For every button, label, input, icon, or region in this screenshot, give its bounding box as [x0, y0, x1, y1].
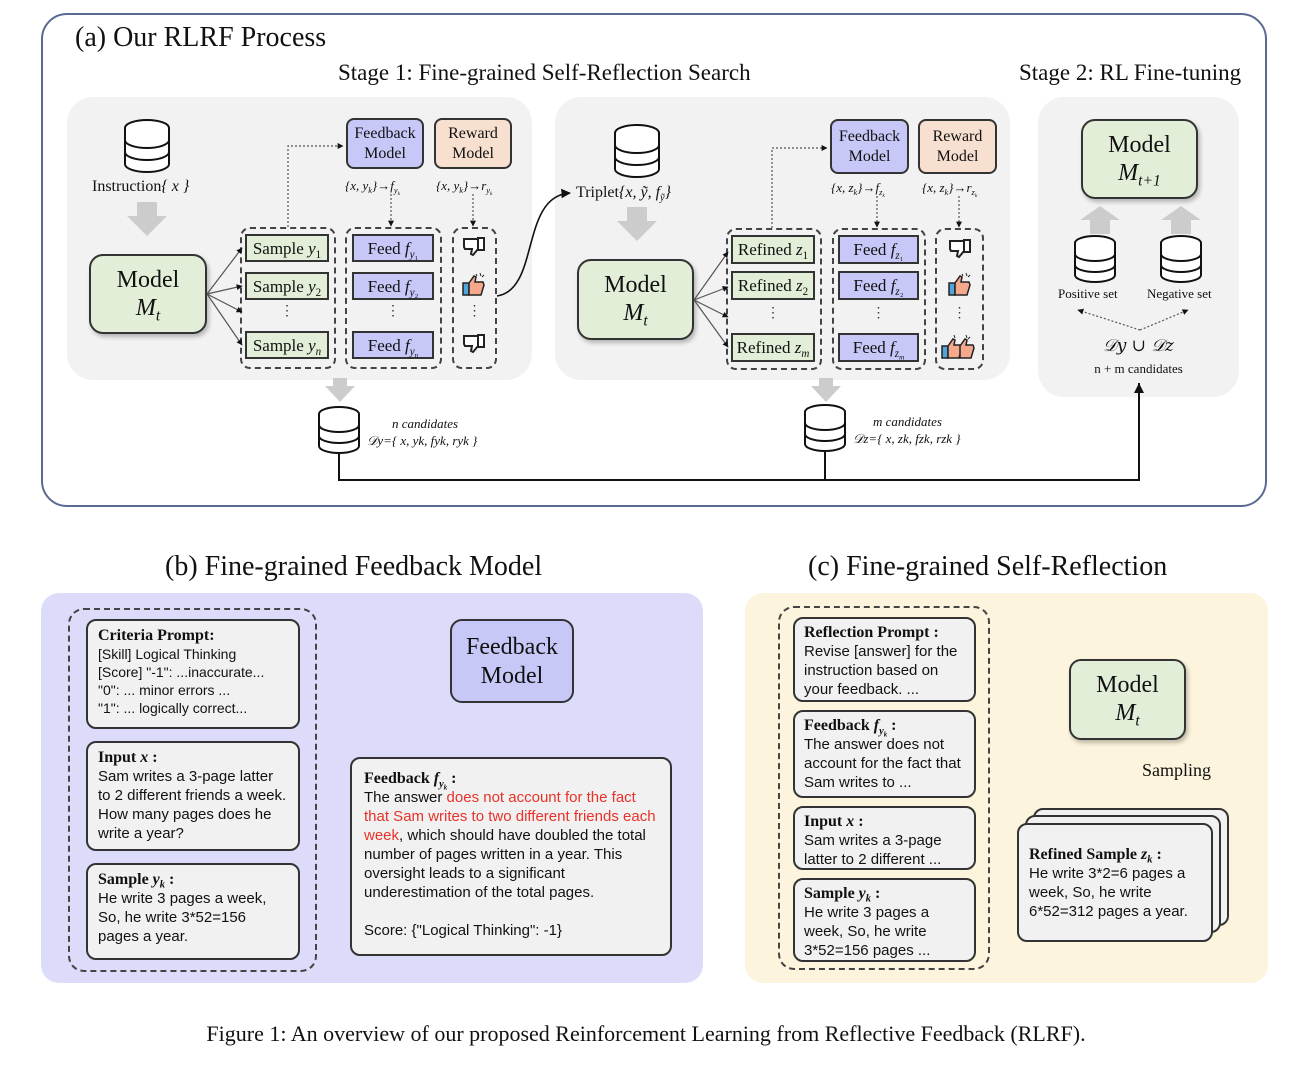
- feed-fy2: Feed fy₂: [352, 272, 434, 300]
- refined-z2: Refined z2: [731, 271, 815, 300]
- refined-z1: Refined z1: [731, 235, 815, 264]
- feed-fyn: Feed fyn: [352, 331, 434, 359]
- panel-a-title: (a) Our RLRF Process: [75, 22, 327, 53]
- union-label: 𝒟y ∪ 𝒟z: [1103, 336, 1174, 356]
- sample-y2: Sample y2: [245, 272, 329, 300]
- feed-fzm: Feed fzm: [838, 333, 919, 362]
- instruction-label: Instruction{ x }: [92, 178, 190, 195]
- feed-fz2: Feed fz₂: [838, 271, 919, 300]
- samples-ellipsis: ⋮: [280, 304, 294, 319]
- thumbs-down-icon: [460, 233, 488, 266]
- feedback-map-1: {x, yk}→fyk: [345, 178, 400, 197]
- feeds-ellipsis-2: ⋮: [871, 306, 886, 321]
- triplet-label: Triplet{x, ỹ, fỹ}: [576, 184, 672, 204]
- thumbs-down-icon: [946, 235, 974, 268]
- n-candidates-label: n candidates: [392, 416, 459, 431]
- reflection-prompt-card: Reflection Prompt : Revise [answer] for …: [793, 617, 976, 702]
- reward-map-1: {x, yk}→ryk: [436, 178, 493, 197]
- panel-c-inputs-group: [778, 606, 990, 970]
- candidates-label: n + m candidates: [1094, 361, 1183, 376]
- m-candidates-label: m candidates: [873, 414, 942, 429]
- stage1-title: Stage 1: Fine-grained Self-Reflection Se…: [338, 60, 751, 85]
- stage2-title: Stage 2: RL Fine-tuning: [1019, 60, 1242, 85]
- input-card-c: Input x : Sam writes a 3-page latter to …: [793, 806, 976, 870]
- panel-c-title: (c) Fine-grained Self-Reflection: [808, 551, 1168, 582]
- model-mt1-box: Model Mt+1: [1081, 119, 1198, 199]
- feedback-map-2: {x, zk}→fzk: [831, 180, 885, 199]
- rewards-ellipsis-2: ⋮: [952, 306, 967, 321]
- model-mt-box-c: Model Mt: [1069, 659, 1186, 740]
- figure-caption: Figure 1: An overview of our proposed Re…: [206, 1021, 1086, 1046]
- double-thumbs-up-icon: [940, 332, 980, 367]
- feeds-group-1: [345, 227, 442, 369]
- refined-zm: Refined zm: [731, 333, 815, 362]
- model-mt-box-1: Model Mt: [89, 254, 207, 334]
- feed-fz1: Feed fz₁: [838, 235, 919, 264]
- refined-sample-card: Refined Sample zk : He write 3*2=6 pages…: [1017, 823, 1213, 942]
- panel-b-inputs-group: [68, 608, 317, 972]
- panel-a-frame: [41, 13, 1267, 507]
- sample-card: Sample yk : He write 3 pages a week, So,…: [86, 863, 300, 960]
- rewards-ellipsis-1: ⋮: [467, 304, 482, 319]
- model-mt-box-2: Model Mt: [577, 259, 694, 340]
- thumbs-down-icon: [460, 330, 488, 363]
- positive-set-label: Positive set: [1058, 286, 1118, 301]
- feeds-group-2: [832, 228, 926, 370]
- dy-set-label: 𝒟y={ x, yk, fyk, ryk }: [367, 433, 478, 448]
- rewards-group-1: [452, 227, 497, 369]
- rewards-group-2: [935, 228, 984, 370]
- feedback-card-c: Feedback fyk : The answer does not accou…: [793, 710, 976, 798]
- sample-y1: Sample y1: [245, 234, 329, 262]
- dz-set-label: 𝒟z={ x, zk, fzk, rzk }: [853, 431, 961, 446]
- input-card: Input x : Sam writes a 3-page latter to …: [86, 741, 300, 851]
- feedback-highlight: does not account for the fact that Sam w…: [364, 789, 656, 844]
- panel-b-title: (b) Fine-grained Feedback Model: [165, 551, 543, 582]
- sampling-label: Sampling: [1142, 760, 1212, 780]
- feeds-ellipsis-1: ⋮: [386, 304, 400, 319]
- feed-fy1: Feed fy₁: [352, 234, 434, 262]
- refined-ellipsis: ⋮: [766, 306, 780, 321]
- negative-set-label: Negative set: [1147, 286, 1212, 301]
- reward-map-2: {x, zk}→rzk: [922, 180, 978, 199]
- criteria-prompt-card: Criteria Prompt: [Skill] Logical Thinkin…: [86, 619, 300, 729]
- thumbs-up-icon: [460, 271, 488, 304]
- sample-yn: Sample yn: [245, 331, 329, 359]
- feedback-output-card: Feedback fyk : The answer does not accou…: [350, 757, 672, 956]
- thumbs-up-icon: [946, 271, 974, 304]
- sample-card-c: Sample yk : He write 3 pages a week, So,…: [793, 878, 976, 962]
